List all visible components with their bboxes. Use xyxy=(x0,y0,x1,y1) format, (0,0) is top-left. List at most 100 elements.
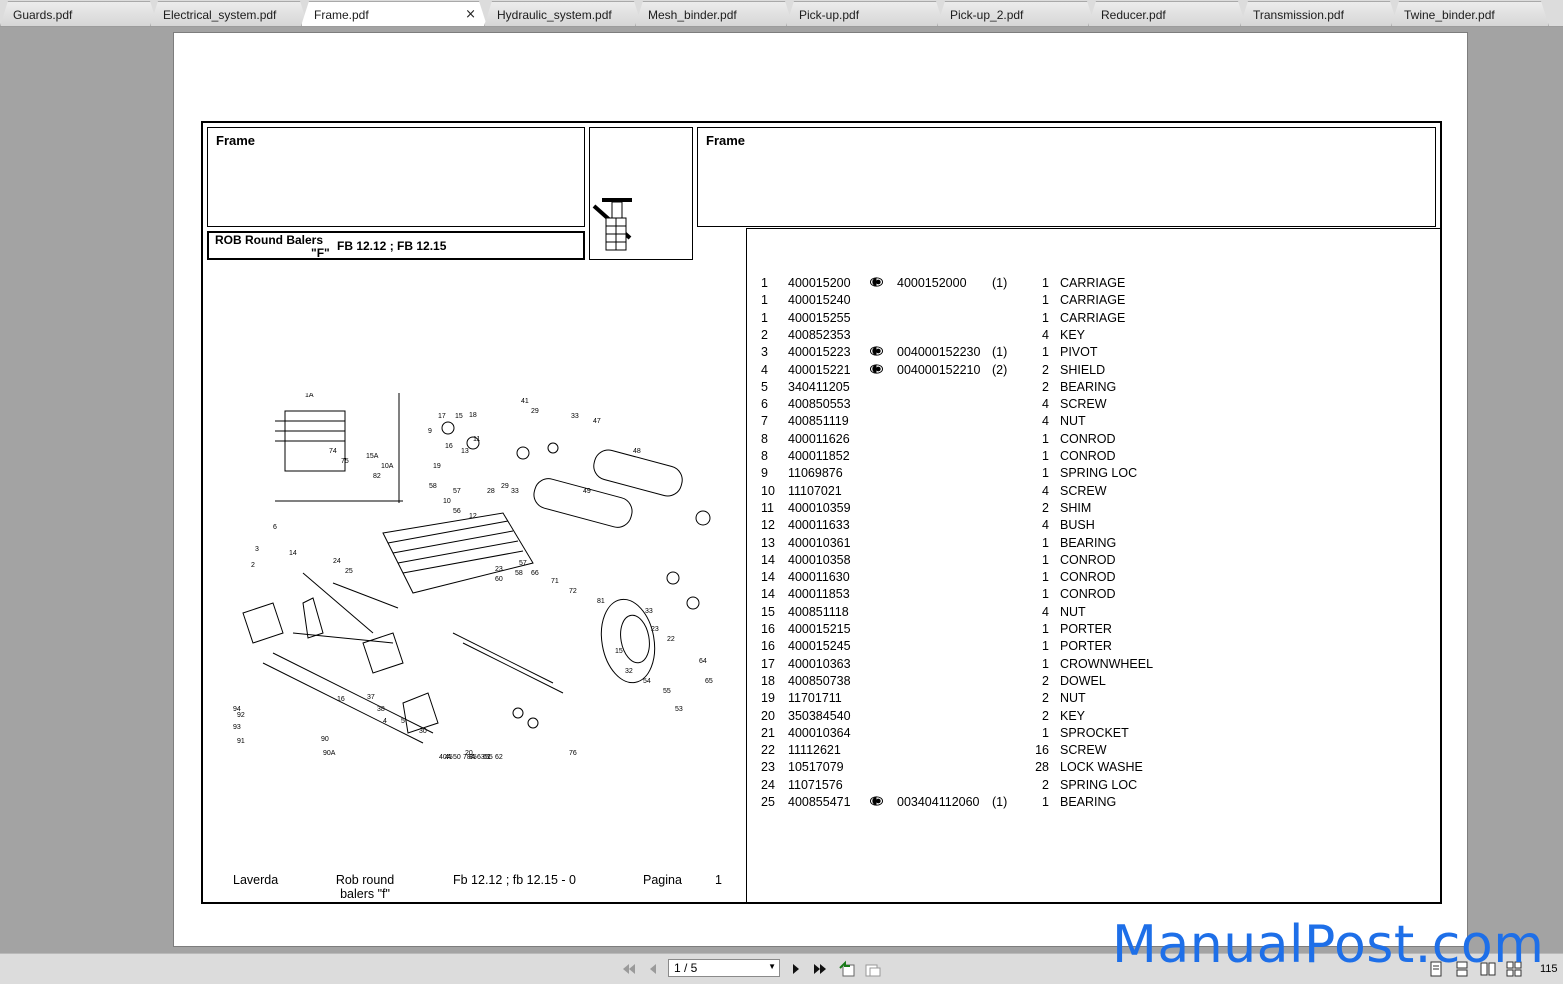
part-description: BEARING xyxy=(1060,795,1117,809)
part-code: 400850553 xyxy=(788,397,851,412)
diagram-callout: 1A xyxy=(305,393,314,399)
header-rule xyxy=(746,228,1440,229)
diagram-callout: 11 xyxy=(473,436,480,443)
diagram-callout: 25 xyxy=(345,568,353,575)
part-qty: 2 xyxy=(1042,691,1049,706)
close-icon[interactable]: × xyxy=(465,7,476,22)
go-forward-icon[interactable] xyxy=(864,960,882,978)
part-description: CARRIAGE xyxy=(1060,293,1126,308)
part-code: 400015223 xyxy=(788,345,851,360)
part-ref: 4 xyxy=(761,362,768,377)
diagram-callout: 32 xyxy=(625,668,633,675)
part-description: SPRING LOC xyxy=(1060,777,1138,792)
part-description: CONROD xyxy=(1060,431,1116,446)
part-description: SCREW xyxy=(1060,397,1107,412)
part-ref: 10 xyxy=(761,483,775,498)
part-qty: 2 xyxy=(1042,500,1049,515)
tab-twine-binder[interactable]: Twine_binder.pdf xyxy=(1391,1,1549,26)
diagram-callout: 4 xyxy=(383,718,387,725)
left-title: Frame xyxy=(216,133,256,148)
diagram-callout: 40A xyxy=(439,754,452,761)
part-code: 400011853 xyxy=(788,587,850,602)
part-description: SCREW xyxy=(1060,743,1107,758)
diagram-callout: 15 xyxy=(455,413,463,420)
part-ref: 17 xyxy=(761,656,775,671)
part-qty: 1 xyxy=(1042,345,1049,360)
dropdown-arrow-icon: ▼ xyxy=(768,962,776,971)
part-qty: 1 xyxy=(1042,449,1049,463)
zoom-level[interactable]: 115 xyxy=(1540,963,1558,975)
continuous-view-icon[interactable] xyxy=(1453,960,1471,978)
first-page-icon[interactable] xyxy=(620,960,638,978)
grease-gun-icon xyxy=(592,198,632,251)
diagram-callout: 41 xyxy=(521,398,529,405)
go-back-icon[interactable] xyxy=(838,960,856,978)
part-qty: 4 xyxy=(1042,327,1049,342)
left-title-box: Frame xyxy=(207,127,585,227)
tab-pick-up[interactable]: Pick-up.pdf xyxy=(786,1,944,26)
part-ref: 8 xyxy=(761,449,768,463)
facing-view-icon[interactable] xyxy=(1479,960,1497,978)
tab-label: Pick-up_2.pdf xyxy=(950,8,1024,22)
part-code: 350384540 xyxy=(788,708,851,723)
part-ref: 16 xyxy=(761,622,775,636)
diagram-callout: 37 xyxy=(367,694,375,701)
part-code: 10517079 xyxy=(788,760,844,775)
diagram-callout: 60 xyxy=(495,576,503,583)
diagram-callout: 56 xyxy=(453,508,461,515)
tab-reducer[interactable]: Reducer.pdf xyxy=(1088,1,1246,26)
part-code: 400010359 xyxy=(788,500,851,515)
next-page-icon[interactable] xyxy=(787,960,805,978)
part-ref: 1 xyxy=(761,293,768,308)
part-qty: 4 xyxy=(1042,604,1049,619)
part-ref: 23 xyxy=(761,760,775,775)
part-code: 340411205 xyxy=(788,379,850,394)
part-ref: 13 xyxy=(761,535,775,550)
diagram-callout: 72 xyxy=(569,588,577,595)
tab-hydraulic-system[interactable]: Hydraulic_system.pdf xyxy=(484,1,642,26)
diagram-callout: 16 xyxy=(337,696,345,703)
tab-guards[interactable]: Guards.pdf xyxy=(0,1,158,26)
part-qty: 4 xyxy=(1042,483,1049,498)
part-qty: 2 xyxy=(1042,708,1049,723)
continuous-facing-view-icon[interactable] xyxy=(1505,960,1523,978)
tab-pick-up-2[interactable]: Pick-up_2.pdf xyxy=(937,1,1095,26)
single-page-view-icon[interactable] xyxy=(1427,960,1445,978)
model-box: ROB Round Balers "F" FB 12.12 ; FB 12.15 xyxy=(207,231,585,260)
part-ref: 9 xyxy=(761,466,768,481)
page-selector[interactable]: 1 / 5 ▼ xyxy=(668,959,780,977)
previous-page-icon[interactable] xyxy=(644,960,662,978)
diagram-callout: 82 xyxy=(373,473,381,480)
last-page-icon[interactable] xyxy=(811,960,829,978)
diagram-callout: 24 xyxy=(333,558,341,565)
model-line-3: FB 12.12 ; FB 12.15 xyxy=(337,239,447,253)
part-ref: 12 xyxy=(761,518,775,533)
diagram-callout: 81 xyxy=(597,598,605,605)
diagram-callout: 91 xyxy=(237,738,245,745)
part-qty: 1 xyxy=(1042,535,1049,550)
part-ref: 21 xyxy=(761,725,775,740)
right-title-box: Frame xyxy=(697,127,1436,227)
tab-mesh-binder[interactable]: Mesh_binder.pdf xyxy=(635,1,793,26)
part-qty: 16 xyxy=(1035,743,1049,758)
part-description: KEY xyxy=(1060,327,1086,342)
diagram-callout: 29 xyxy=(531,408,539,415)
model-line-1: ROB Round Balers xyxy=(215,233,324,247)
part-code: 11069876 xyxy=(788,466,843,481)
tab-transmission[interactable]: Transmission.pdf xyxy=(1240,1,1398,26)
diagram-callout: 48 xyxy=(633,448,641,455)
part-description: BUSH xyxy=(1060,518,1095,533)
diagram-callout: 55 xyxy=(485,754,493,761)
tab-frame[interactable]: Frame.pdf× xyxy=(301,1,487,26)
tab-electrical-system[interactable]: Electrical_system.pdf xyxy=(150,1,308,26)
part-code: 400010361 xyxy=(788,535,851,550)
part-description: PIVOT xyxy=(1060,345,1098,360)
part-code: 400851118 xyxy=(788,604,849,619)
